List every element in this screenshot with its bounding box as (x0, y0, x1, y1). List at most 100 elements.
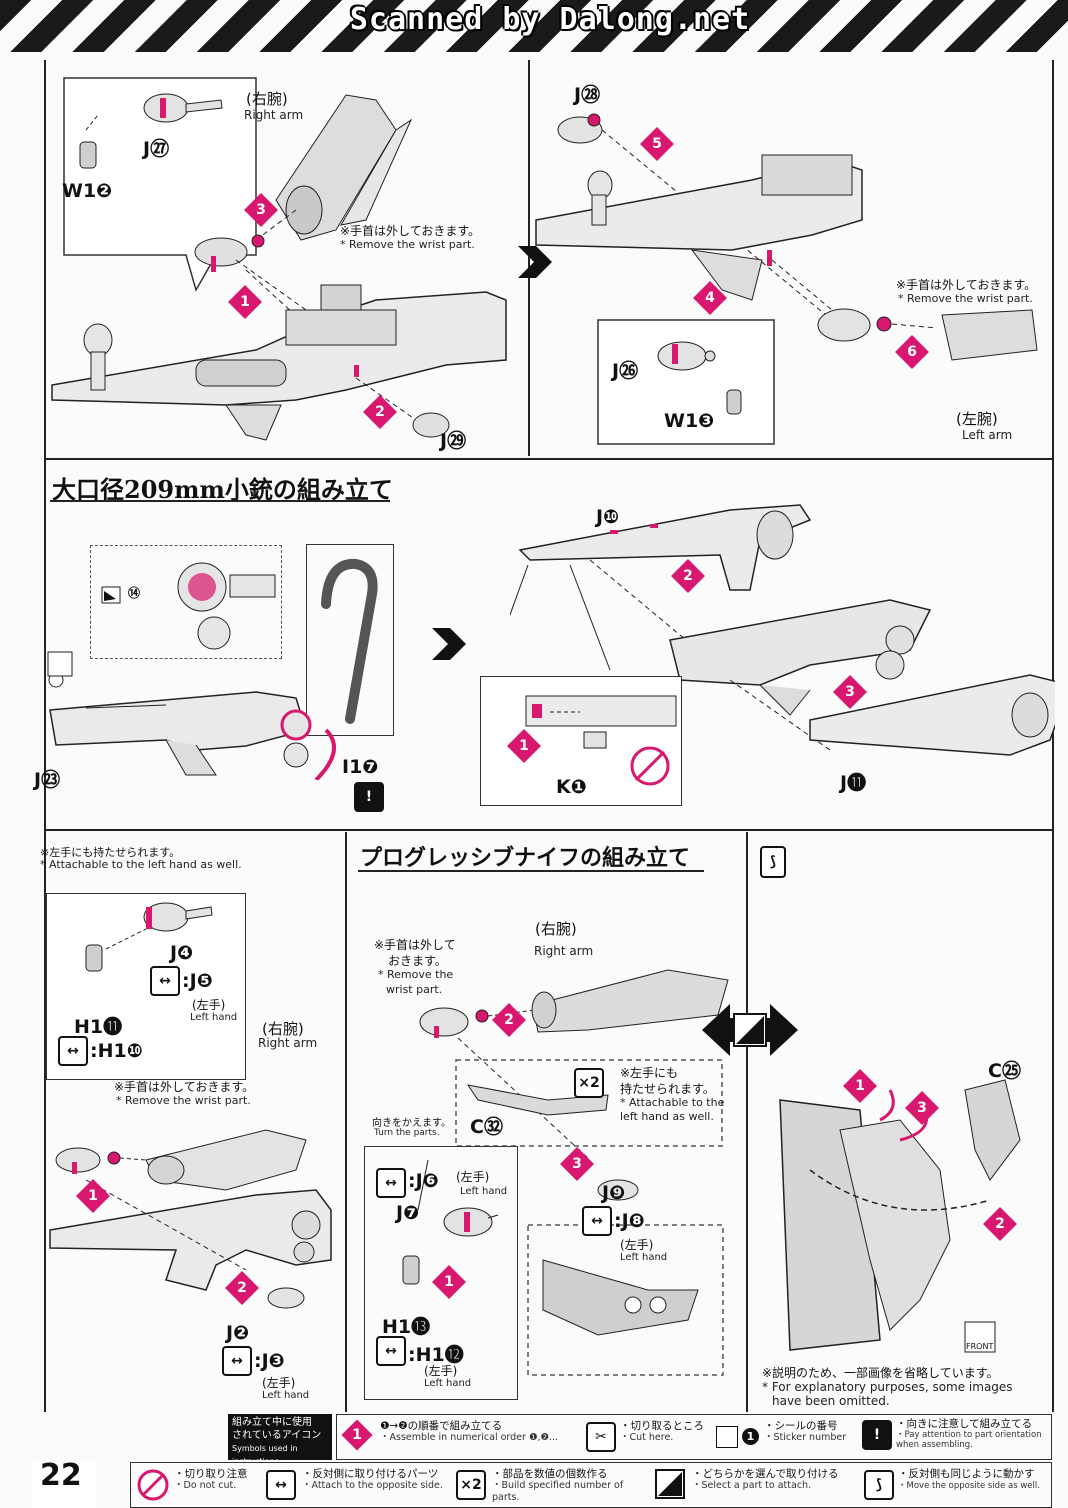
alt-label-h112: :H1⓬ (408, 1344, 464, 1366)
divider-top (44, 458, 1054, 460)
legend-cut-en: ・Cut here. (620, 1432, 674, 1443)
legend-order-en: ・Assemble in numerical order ❶,❷... (380, 1432, 559, 1443)
front-indicator-label: FRONT (966, 1342, 994, 1351)
step-3-marker-mid: 3 (833, 675, 867, 709)
part-label-j11: J⓫ (840, 772, 867, 794)
sticker-number-icon (716, 1426, 738, 1448)
gun-grip-illustration (49, 1129, 332, 1309)
legend-header-jp-1: 組み立て中に使用 (232, 1417, 312, 1428)
divider-vertical-bl (345, 832, 347, 1412)
step-2-marker-mid: 2 (671, 559, 705, 593)
legend-item-select: ・どちらかを選んで取り付ける ・Select a part to attach. (692, 1468, 852, 1492)
part-label-w12: W1❷ (62, 180, 113, 202)
step-1-marker-br: 1 (843, 1069, 877, 1103)
title-underline-2 (358, 870, 704, 872)
opposite-side-icon-2: ↔ (58, 1036, 88, 1066)
legend-item-multiply: ・部品を数値の個数作る ・Build specified number of p… (492, 1468, 642, 1504)
part-label-j4: J❹ (170, 942, 194, 964)
legend-item-move: ・反対側も同じように動かす ・Move the opposite side as… (898, 1468, 1050, 1492)
divider-vertical-br (746, 832, 748, 1412)
orientation-icon: ! (862, 1420, 892, 1450)
opposite-side-icon-6: ↔ (376, 1336, 406, 1366)
alt-label-j8: :J❽ (614, 1210, 645, 1232)
alt-label-j5: :J❺ (182, 970, 213, 992)
legend-order-jp: ❶→❷の順番で組み立てる (380, 1420, 503, 1432)
part-label-w13: W1❸ (664, 410, 715, 432)
hook-detail-illustration (321, 558, 378, 724)
opposite-side-icon-3: ↔ (222, 1346, 252, 1376)
step-2-marker: 2 (363, 395, 397, 429)
part-label-h111: H1⓫ (74, 1016, 123, 1038)
part-label-c32: C㉜ (470, 1116, 503, 1138)
left-hand-label-en-3: Left hand (460, 1186, 508, 1197)
cut-here-icon: ✂ (586, 1422, 616, 1452)
legend-orientation-jp: ・向きに注意して組み立てる (896, 1418, 1033, 1430)
left-hand-label-jp: (左手) (192, 998, 226, 1012)
legend-sticker-en: ・Sticker number (764, 1432, 847, 1443)
opposite-side-icon: ↔ (150, 966, 180, 996)
alt-label-h110: :H1❿ (90, 1040, 143, 1062)
scan-banner: Scanned by Dalong.net (349, 2, 751, 37)
left-arm-label-jp: (左腕) (956, 410, 998, 428)
multiply-icon: ×2 (456, 1470, 486, 1500)
part-label-j7: J❼ (396, 1202, 420, 1224)
omit-note-en-2: have been omitted. (772, 1394, 890, 1408)
shoulder-knife-storage-illustration (779, 1079, 1021, 1353)
next-arrow-icon (518, 246, 552, 278)
rifle-barrel-assembly-illustration (510, 504, 1055, 756)
page-number: 22 (40, 1458, 82, 1493)
wrist-note-jp-bm-2: おきます。 (388, 954, 447, 968)
do-not-cut-icon (137, 1469, 169, 1501)
opposite-side-icon-legend: ↔ (266, 1470, 296, 1500)
step-2-marker-br: 2 (983, 1207, 1017, 1241)
knife-hand-callout (364, 1146, 518, 1400)
orientation-warning-icon: ! (354, 782, 384, 812)
right-arm-label-en-bm: Right arm (534, 944, 594, 958)
turn-parts-jp: 向きをかえます。 (372, 1118, 451, 1129)
numbered-order-icon: 1 (341, 1419, 373, 1451)
part-label-h113: H1⓭ (382, 1316, 431, 1338)
rifle-assembly-title: 大口径209mm小銃の組み立て (52, 475, 393, 504)
step-1-marker-mid: 1 (507, 729, 541, 763)
omit-note-en-1: * For explanatory purposes, some images (762, 1380, 1013, 1394)
left-hand-label-jp-2: (左手) (262, 1376, 296, 1390)
left-hand-label-en-4: Left hand (620, 1252, 668, 1263)
legend-item-donotcut: ・切り取り注意 ・Do not cut. (174, 1468, 254, 1492)
legend-item-sticker: ・シールの番号 ・Sticker number (764, 1420, 854, 1444)
step-4-marker: 4 (693, 281, 727, 315)
legend-select-en: ・Select a part to attach. (692, 1480, 812, 1491)
wrist-note-jp-bm-1: ※手首は外して (374, 938, 456, 952)
part-label-j29: J㉙ (440, 430, 467, 452)
right-arm-label-en-bl: Right arm (258, 1036, 318, 1050)
legend-donotcut-en: ・Do not cut. (174, 1480, 237, 1491)
part-label-c25: C㉕ (988, 1060, 1021, 1082)
wrist-note-jp: ※手首は外しておきます。 (340, 224, 481, 238)
wrist-note-jp-bl: ※手首は外しておきます。 (114, 1080, 255, 1094)
rifle-attach-illustration-left (535, 113, 1038, 445)
left-hand-label-en-2: Left hand (262, 1390, 310, 1401)
part-label-i17: I1❼ (342, 756, 379, 778)
select-part-icon (655, 1469, 685, 1499)
legend-header: 組み立て中に使用 されているアイコン Symbols used in instr… (228, 1414, 332, 1466)
select-part-double-arrow-icon (702, 1004, 798, 1056)
legend-item-orientation: ・向きに注意して組み立てる ・Pay attention to part ori… (896, 1418, 1050, 1450)
opposite-side-icon-4: ↔ (376, 1168, 406, 1198)
left-hand-label-jp-5: (左手) (424, 1364, 458, 1378)
sticker-number-circle: 1 (742, 1428, 759, 1445)
legend-opposite-jp: ・反対側に取り付けるパーツ (302, 1468, 439, 1480)
alt-label-j6: :J❻ (408, 1170, 439, 1192)
legend-move-en: ・Move the opposite side as well. (898, 1481, 1040, 1491)
legend-opposite-en: ・Attach to the opposite side. (302, 1480, 443, 1491)
title-underline (50, 500, 390, 502)
legend-item-cut: ・切り取るところ ・Cut here. (620, 1420, 710, 1444)
right-arm-label-jp-bl: (右腕) (262, 1020, 304, 1038)
step-3-marker-br: 3 (905, 1091, 939, 1125)
sticker-detail-illustration (101, 562, 276, 650)
part-label-k1: K❶ (556, 776, 587, 798)
left-hand-label-jp-3: (左手) (456, 1170, 490, 1184)
right-arm-label-jp-bm: (右腕) (535, 920, 577, 938)
left-hand-note-en-bm-2: left hand as well. (620, 1110, 714, 1123)
part-label-j28: J㉘ (574, 84, 601, 106)
legend-item-order: ❶→❷の順番で組み立てる ・Assemble in numerical orde… (380, 1420, 580, 1444)
step-3-marker-bm: 3 (560, 1147, 594, 1181)
